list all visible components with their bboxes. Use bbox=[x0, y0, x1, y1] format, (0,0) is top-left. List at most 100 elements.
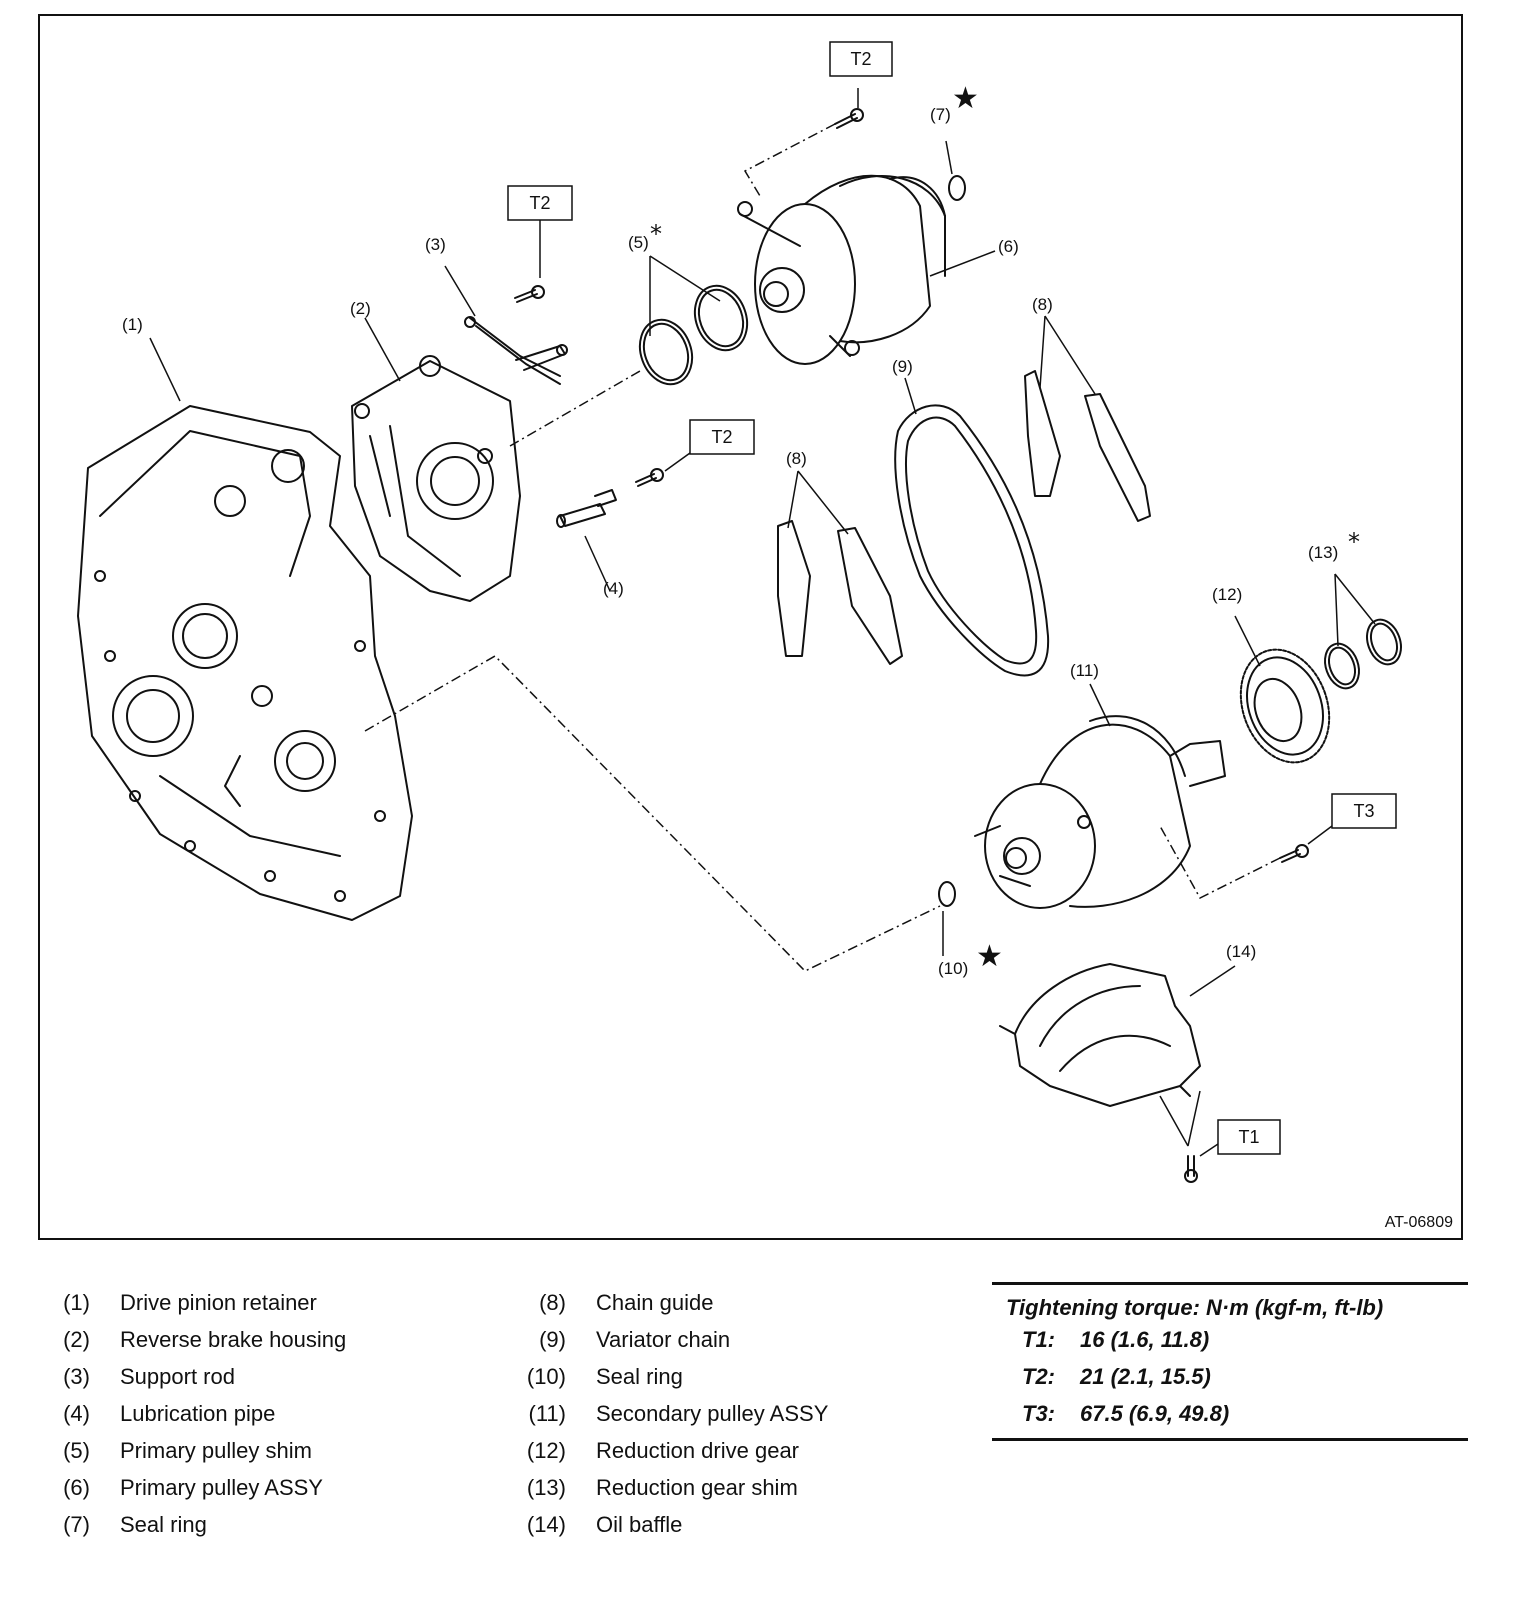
legend-number: (9) bbox=[539, 1327, 566, 1352]
torque-row: T3: 67.5 (6.9, 49.8) bbox=[992, 1401, 1468, 1438]
legend-name: Oil baffle bbox=[596, 1512, 683, 1537]
legend-left-column: (1) Drive pinion retainer (2) Reverse brak… bbox=[30, 1290, 450, 1549]
legend-number: (7) bbox=[63, 1512, 90, 1537]
asterisk-symbol-5: * bbox=[650, 220, 662, 248]
callout-11: (11) bbox=[1070, 661, 1099, 680]
oil-baffle-part bbox=[999, 963, 1201, 1107]
legend-number: (11) bbox=[528, 1401, 567, 1426]
exploded-view-diagram: T2 T2 T2 T3 T1 (1) (2) (3) (4) (5) (6) (… bbox=[38, 14, 1463, 1240]
callout-2: (2) bbox=[350, 299, 371, 318]
legend-item: (3) Support rod bbox=[30, 1364, 450, 1401]
seal-ring-7-part bbox=[948, 175, 966, 201]
legend-item: (7) Seal ring bbox=[30, 1512, 450, 1549]
svg-text:T1: T1 bbox=[1238, 1127, 1259, 1147]
legend-name: Drive pinion retainer bbox=[120, 1290, 317, 1315]
primary-pulley-assy-part bbox=[737, 174, 946, 365]
reduction-drive-gear-part bbox=[1239, 648, 1331, 764]
bolt-t3 bbox=[1279, 844, 1309, 863]
legend-name: Reverse brake housing bbox=[120, 1327, 347, 1352]
callout-3: (3) bbox=[425, 235, 446, 254]
legend-item: (11) Secondary pulley ASSY bbox=[506, 1401, 926, 1438]
leader-lines bbox=[149, 88, 1376, 1157]
legend-item: (6) Primary pulley ASSY bbox=[30, 1475, 450, 1512]
legend-number: (8) bbox=[539, 1290, 566, 1315]
legend-item: (12) Reduction drive gear bbox=[506, 1438, 926, 1475]
torque-box-t2-pipe: T2 bbox=[689, 419, 755, 455]
legend-name: Reduction drive gear bbox=[596, 1438, 800, 1463]
legend-number: (4) bbox=[63, 1401, 90, 1426]
seal-ring-10-part bbox=[938, 881, 956, 907]
asterisk-symbol-13: * bbox=[1348, 528, 1360, 556]
reduction-gear-shim-part bbox=[1324, 618, 1402, 690]
legend-name: Seal ring bbox=[596, 1364, 683, 1389]
callout-4: (4) bbox=[603, 579, 624, 598]
legend-number: (6) bbox=[63, 1475, 90, 1500]
diagram-drawing: T2 T2 T2 T3 T1 (1) (2) (3) (4) (5) (6) (… bbox=[77, 41, 1402, 1183]
legend-number: (13) bbox=[526, 1475, 566, 1500]
torque-row: T1: 16 (1.6, 11.8) bbox=[992, 1327, 1468, 1364]
torque-row: T2:21 (2.1, 15.5) bbox=[992, 1364, 1468, 1401]
legend-name: Lubrication pipe bbox=[120, 1401, 276, 1426]
legend-item: (2) Reverse brake housing bbox=[30, 1327, 450, 1364]
bolt-t2-top bbox=[834, 108, 864, 129]
legend-item: (9)Variator chain bbox=[506, 1327, 926, 1364]
legend-middle-column: (8) Chain guide (9)Variator chain (10) Sea… bbox=[506, 1290, 926, 1549]
torque-key: T3: bbox=[1022, 1401, 1055, 1426]
torque-box-t2-top: T2 bbox=[829, 41, 893, 77]
legend-name: Seal ring bbox=[120, 1512, 207, 1537]
legend-item: (8) Chain guide bbox=[506, 1290, 926, 1327]
figure-id: AT-06809 bbox=[1384, 1214, 1453, 1231]
svg-text:T3: T3 bbox=[1353, 801, 1374, 821]
torque-box-t1: T1 bbox=[1217, 1119, 1281, 1155]
torque-key: T1: bbox=[1022, 1327, 1055, 1352]
support-rod-part bbox=[464, 316, 568, 385]
torque-value: 67.5 (6.9, 49.8) bbox=[1080, 1401, 1230, 1426]
chain-guide-lower-part bbox=[777, 520, 903, 665]
callout-8a: (8) bbox=[1032, 295, 1053, 314]
reverse-brake-housing-part bbox=[351, 355, 521, 602]
legend-number: (2) bbox=[63, 1327, 90, 1352]
legend-item: (1) Drive pinion retainer bbox=[30, 1290, 450, 1327]
legend-name: Primary pulley ASSY bbox=[120, 1475, 323, 1500]
legend-number: (1) bbox=[63, 1290, 90, 1315]
chain-guide-upper-part bbox=[1024, 370, 1151, 522]
lubrication-pipe-part bbox=[556, 489, 617, 528]
legend-name: Primary pulley shim bbox=[120, 1438, 312, 1463]
torque-key: T2: bbox=[1022, 1364, 1055, 1389]
callout-8b: (8) bbox=[786, 449, 807, 468]
table-top-rule bbox=[992, 1282, 1468, 1285]
callout-5: (5) bbox=[628, 233, 649, 252]
legend-number: (5) bbox=[63, 1438, 90, 1463]
legend-number: (3) bbox=[63, 1364, 90, 1389]
drive-pinion-retainer-part bbox=[77, 405, 413, 921]
star-symbol-10: ★ bbox=[976, 939, 1003, 974]
svg-text:T2: T2 bbox=[529, 193, 550, 213]
legend-item: (10) Seal ring bbox=[506, 1364, 926, 1401]
callout-10: (10) bbox=[938, 959, 968, 978]
torque-heading: Tightening torque: N·m (kgf-m, ft-lb) bbox=[1006, 1295, 1384, 1320]
primary-pulley-shim-part bbox=[638, 284, 749, 386]
torque-value: 16 (1.6, 11.8) bbox=[1080, 1327, 1210, 1352]
legend-item: (14) Oil baffle bbox=[506, 1512, 926, 1549]
torque-box-t3: T3 bbox=[1331, 793, 1397, 829]
table-bottom-rule bbox=[992, 1438, 1468, 1441]
legend-number: (14) bbox=[526, 1512, 566, 1537]
legend-number: (12) bbox=[526, 1438, 566, 1463]
alignment-lines bbox=[364, 123, 1281, 972]
legend-name: Support rod bbox=[120, 1364, 235, 1389]
callout-7: (7) bbox=[930, 105, 951, 124]
bolt-t2-mid bbox=[514, 285, 545, 303]
bolt-t1 bbox=[1184, 1155, 1198, 1183]
legend-number: (10) bbox=[526, 1364, 566, 1389]
svg-text:T2: T2 bbox=[850, 49, 871, 69]
legend-name: Secondary pulley ASSY bbox=[596, 1401, 829, 1426]
callout-1: (1) bbox=[122, 315, 143, 334]
legend-item: (4) Lubrication pipe bbox=[30, 1401, 450, 1438]
legend-name: Chain guide bbox=[596, 1290, 714, 1315]
legend-item: (13)Reduction gear shim bbox=[506, 1475, 926, 1512]
callout-6: (6) bbox=[998, 237, 1019, 256]
bolt-t2-pipe bbox=[635, 468, 664, 487]
callout-12: (12) bbox=[1212, 585, 1242, 604]
torque-spec-table: Tightening torque: N·m (kgf-m, ft-lb) T1… bbox=[992, 1282, 1468, 1441]
secondary-pulley-assy-part bbox=[974, 715, 1226, 909]
